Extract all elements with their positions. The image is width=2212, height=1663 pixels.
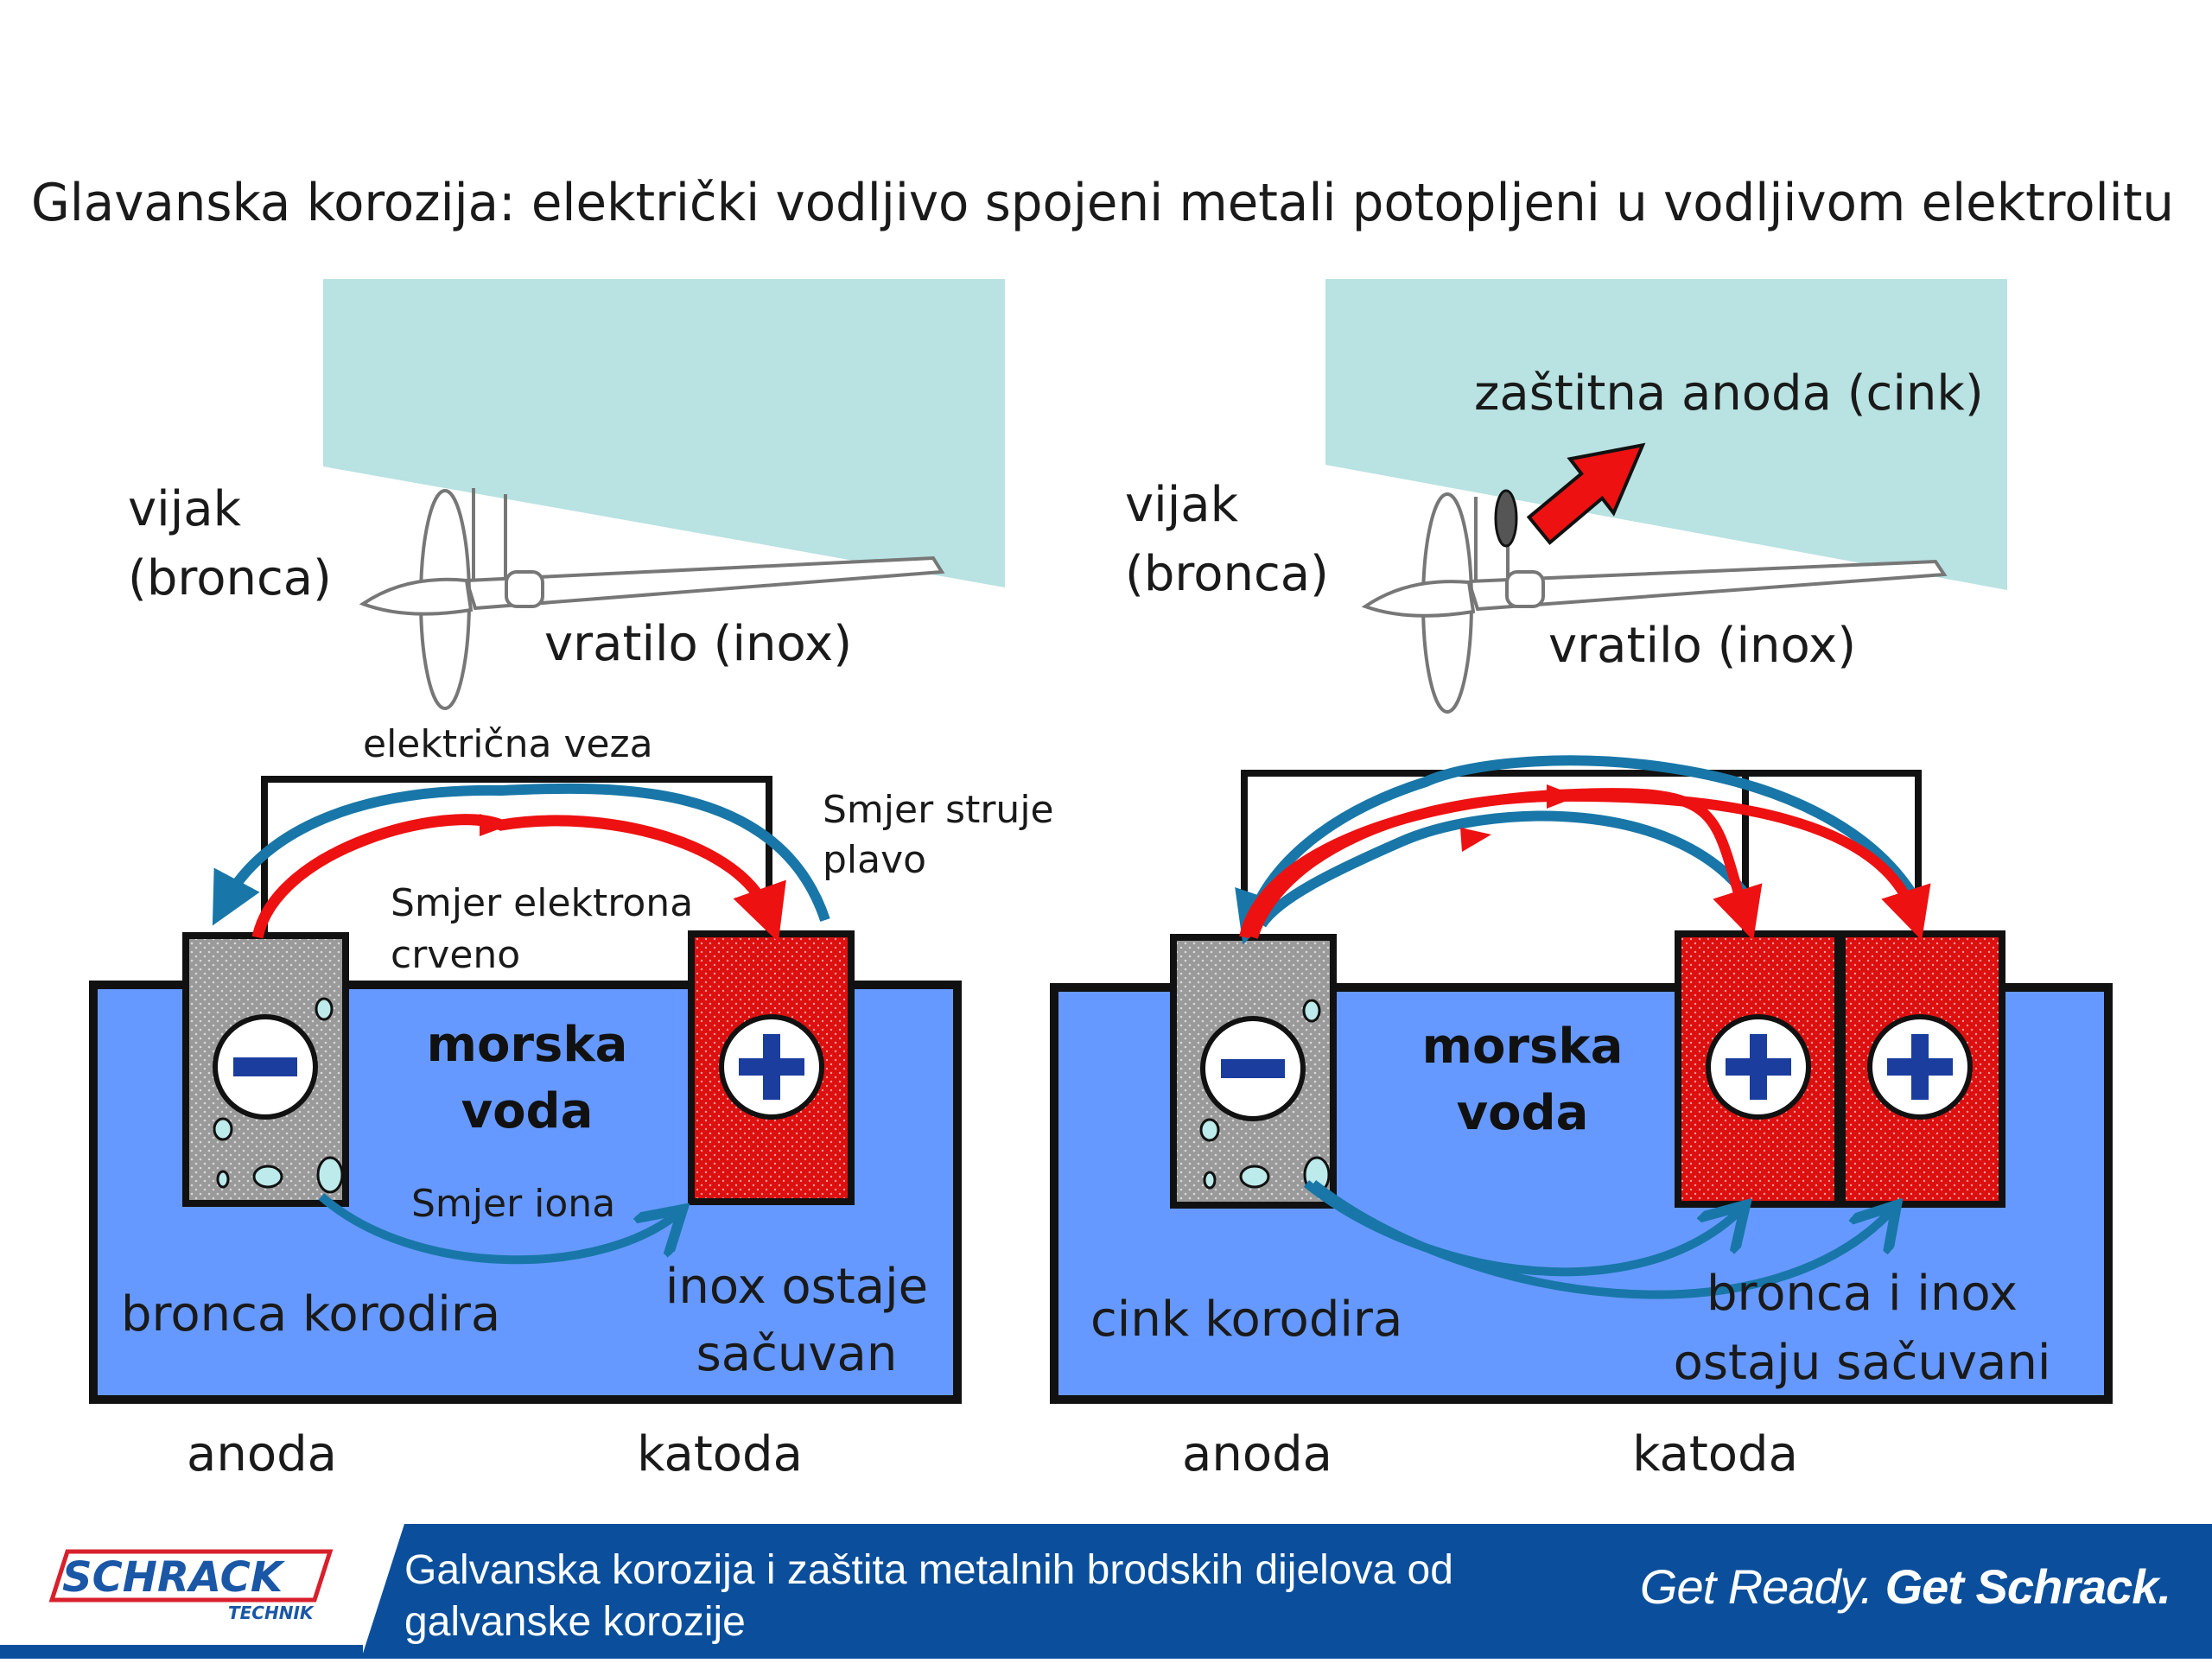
- boat-hull: [1325, 279, 2007, 590]
- slogan-part2: Get Schrack.: [1885, 1559, 2171, 1614]
- propeller-hub: [1361, 580, 1476, 618]
- anode-pit: [1302, 999, 1321, 1023]
- anode-pit: [1199, 1118, 1220, 1142]
- water-label-line1: morska: [1422, 1019, 1624, 1075]
- anode-pit: [316, 1156, 344, 1194]
- zinc-pointer-arrow: [1526, 442, 1646, 545]
- anode-pit: [1203, 1171, 1217, 1190]
- anode-pit: [1239, 1165, 1270, 1189]
- boat-hull: [323, 279, 1005, 587]
- water-label-line2: voda: [461, 1083, 594, 1139]
- zinc-anode-label: zaštitna anoda (cink): [1474, 365, 1984, 422]
- anode-pit: [315, 997, 334, 1021]
- cathode-result-line2: ostaju sačuvani: [1674, 1335, 2051, 1391]
- cathode-caption: katoda: [1632, 1426, 1798, 1482]
- zinc-anode: [1494, 489, 1518, 548]
- propeller-label-line1: vijak: [1125, 477, 1239, 533]
- cathode-result-line1: bronca i inox: [1707, 1266, 2018, 1322]
- anode-result-text: bronca korodira: [121, 1286, 500, 1342]
- minus-bar: [233, 1057, 297, 1076]
- anode-caption: anoda: [1182, 1426, 1332, 1482]
- electron-arrowhead-mid: [1460, 828, 1491, 852]
- electron-arrowhead-mid: [1547, 784, 1578, 809]
- water-label-line2: voda: [1457, 1085, 1589, 1141]
- anode-pit: [252, 1165, 283, 1189]
- propeller-hub: [359, 577, 474, 616]
- propeller-label-line2: (bronca): [128, 550, 332, 606]
- electron-arrowhead-mid: [480, 814, 510, 836]
- footer-bar: SCHRACK TECHNIK Galvanska korozija i zaš…: [0, 1524, 2212, 1659]
- slogan-part1: Get Ready.: [1639, 1559, 1873, 1614]
- footer-description: Galvanska korozija i zaštita metalnih br…: [404, 1547, 1453, 1645]
- current-flow-arrow: [1235, 755, 1925, 945]
- connection-label: električna veza: [363, 722, 653, 766]
- logo-subtext: TECHNIK: [228, 1603, 315, 1623]
- left-cell-diagram: električna veza Smjer struje plavo Smjer…: [89, 722, 1054, 1482]
- right-cell-diagram: morska voda cink korodira bronca i inox …: [1050, 755, 2113, 1482]
- anode-caption: anoda: [187, 1426, 337, 1482]
- current-flow-arrow: [1257, 810, 1759, 928]
- current-flow-arrow: [212, 783, 830, 926]
- plus-bar-v: [1911, 1034, 1929, 1100]
- cathode-result-line1: inox ostaje: [665, 1259, 928, 1315]
- shaft-label: vratilo (inox): [544, 616, 852, 672]
- propeller-label-line1: vijak: [128, 481, 242, 537]
- anode-pit: [213, 1117, 233, 1141]
- footer-background: [0, 1524, 2212, 1659]
- current-label-line1: Smjer struje: [823, 788, 1054, 832]
- plus-bar-v: [1750, 1034, 1767, 1100]
- anode-result-text: cink korodira: [1090, 1292, 1402, 1348]
- slogan: Get Ready. Get Schrack.: [1640, 1548, 2171, 1626]
- slide-title: Glavanska korozija: električki vodljivo …: [31, 173, 2174, 233]
- electric-connection-wire: [1241, 770, 1922, 940]
- shaft-label: vratilo (inox): [1548, 618, 1856, 674]
- minus-bar: [1221, 1059, 1285, 1078]
- left-hull-diagram: vijak (bronca) vratilo (inox): [128, 279, 1005, 710]
- propeller-shaft: [464, 555, 945, 611]
- propeller-shaft: [1466, 559, 1948, 612]
- schrack-logo: SCHRACK TECHNIK: [48, 1549, 334, 1623]
- propeller-label-line2: (bronca): [1125, 546, 1329, 602]
- anode-pit: [216, 1170, 230, 1189]
- shaft-bearing: [505, 570, 544, 608]
- plus-bar-v: [763, 1034, 780, 1100]
- electron-label-line2: crveno: [391, 933, 520, 977]
- shaft-bearing: [1505, 570, 1545, 608]
- water-label-line1: morska: [427, 1017, 628, 1073]
- ion-label: Smjer iona: [411, 1182, 615, 1226]
- electron-label-line1: Smjer elektrona: [391, 881, 693, 925]
- ion-flow-arrow: [1310, 1180, 1897, 1299]
- current-label-line2: plavo: [823, 838, 926, 882]
- ion-flow-arrow: [318, 1193, 683, 1265]
- right-hull-diagram: zaštitna anoda (cink) vijak (bronca) vra…: [1125, 279, 2007, 714]
- cathode-result-line2: sačuvan: [696, 1326, 898, 1382]
- logo-text: SCHRACK: [62, 1553, 286, 1602]
- cathode-caption: katoda: [637, 1426, 803, 1482]
